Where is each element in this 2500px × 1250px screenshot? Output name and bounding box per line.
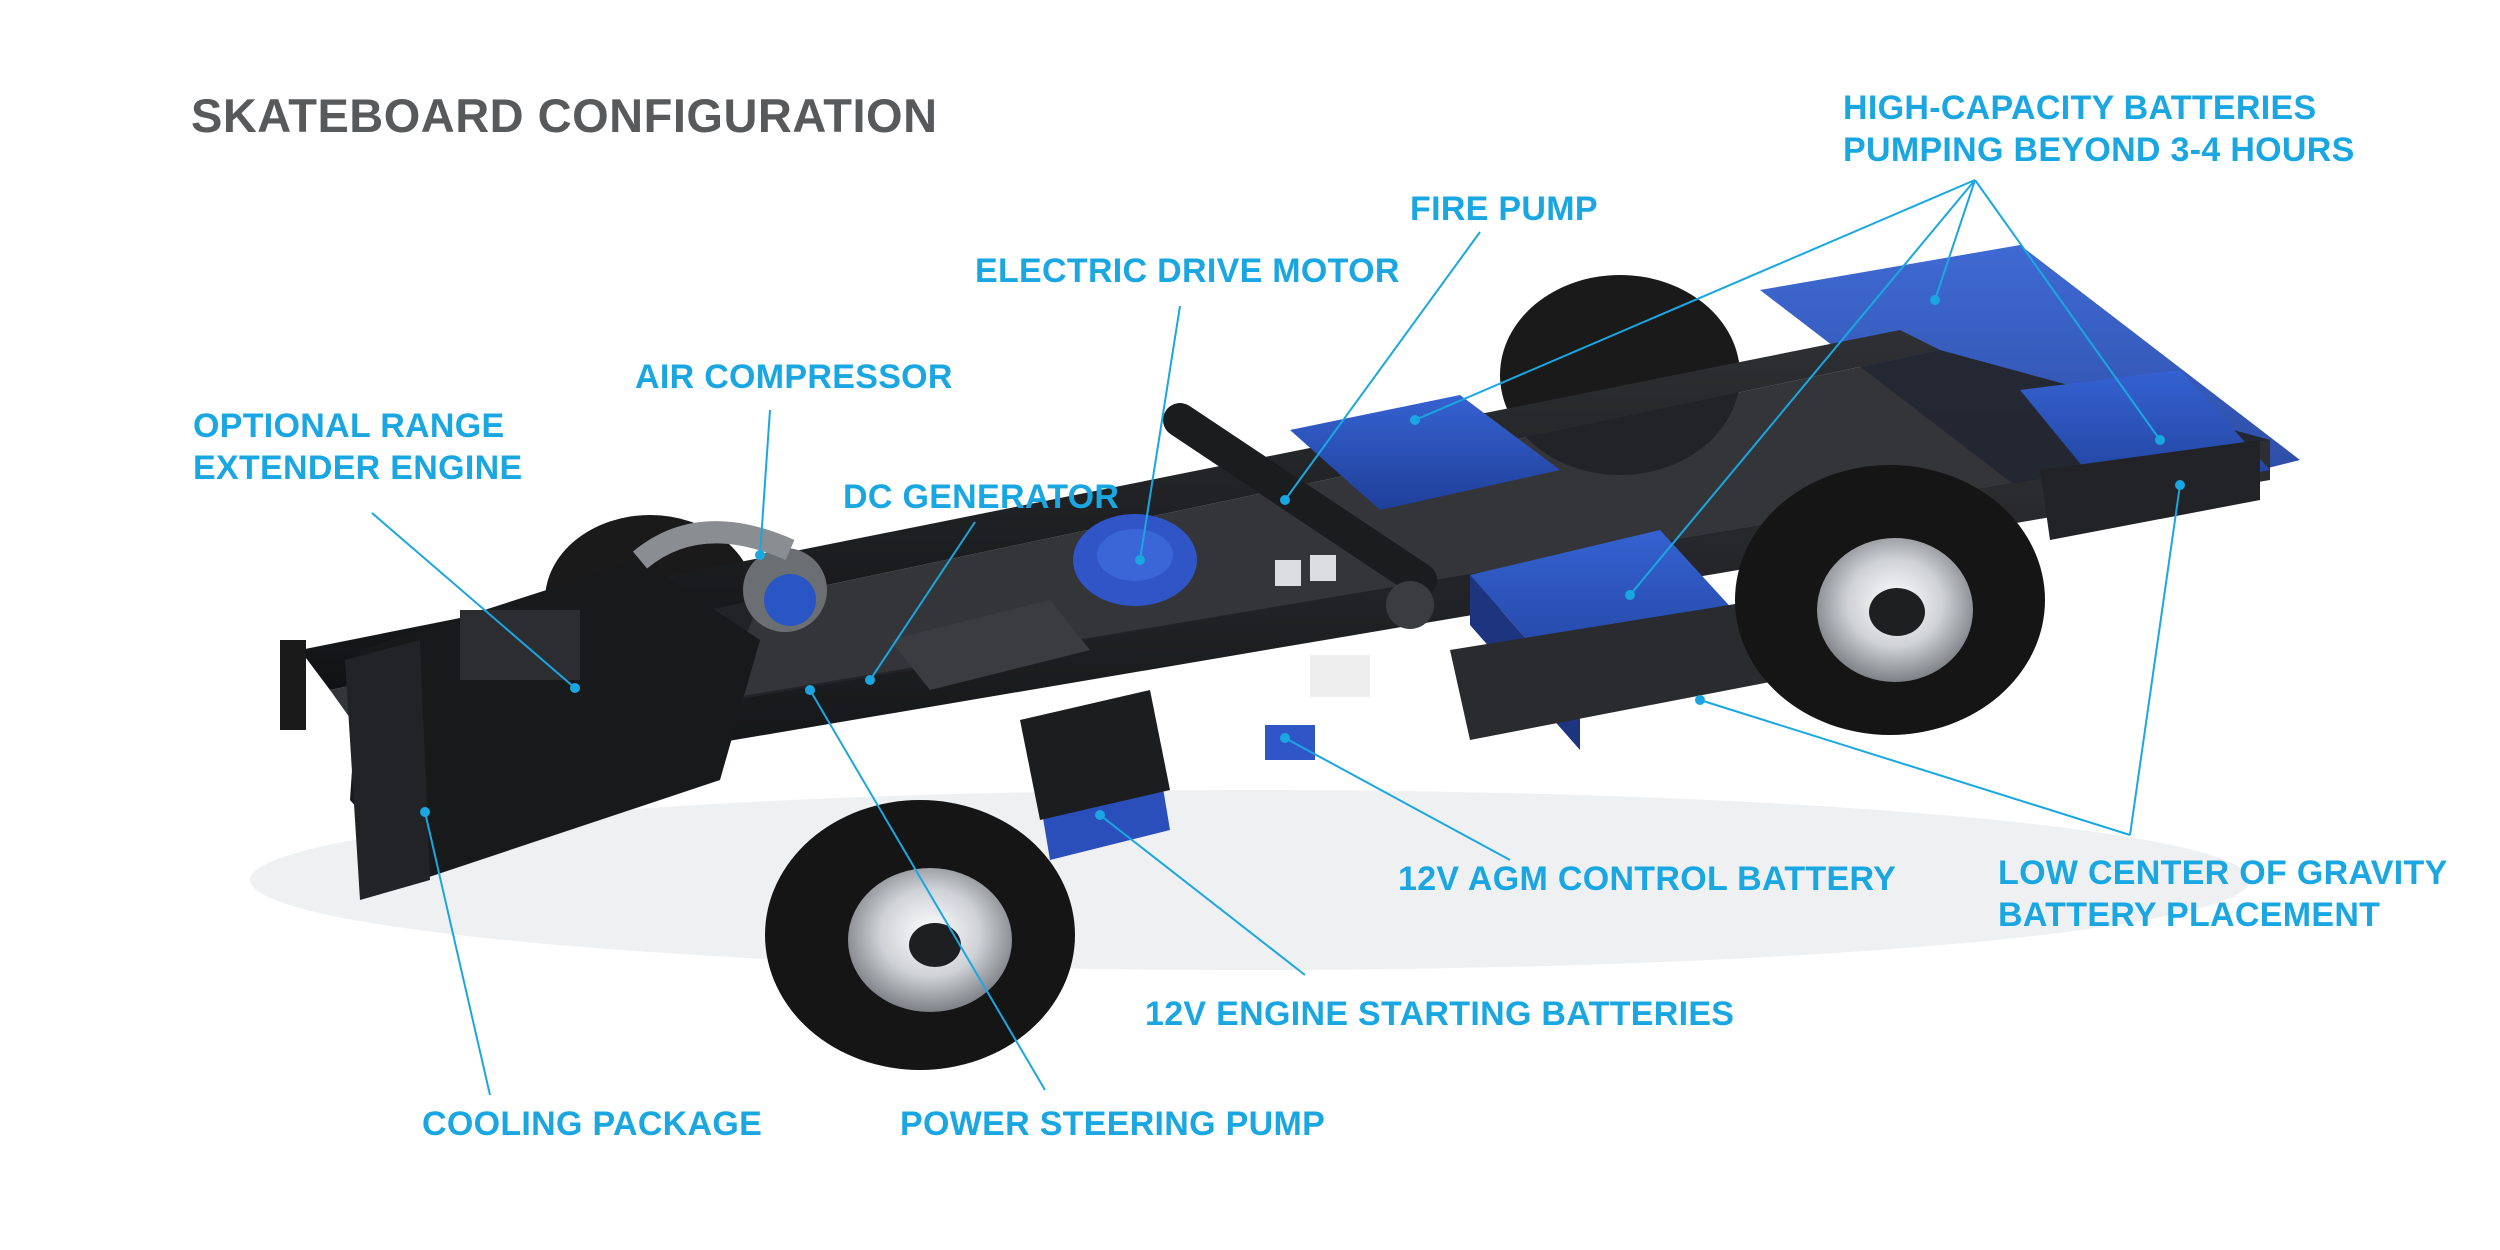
label-line: OPTIONAL RANGE [193, 407, 505, 445]
label-power-steering-pump: POWER STEERING PUMP [900, 1105, 1326, 1143]
label-engine-starting-batteries: 12V ENGINE STARTING BATTERIES [1145, 995, 1735, 1033]
frame-rail-left [300, 330, 1940, 690]
label-line: EXTENDER ENGINE [193, 449, 523, 487]
mid-battery-rear [1290, 395, 1560, 510]
label-cooling-package: COOLING PACKAGE [422, 1105, 763, 1143]
starting-batteries-box [1020, 690, 1170, 820]
fire-pump-port-b [1310, 555, 1336, 581]
dc-generator-plate [890, 600, 1090, 690]
ground-shadow [250, 790, 2250, 970]
air-compressor-hub [764, 574, 816, 626]
intake-pipe [632, 521, 795, 569]
rear-battery-tray [2040, 440, 2260, 540]
engine-block [350, 560, 760, 880]
leader-dots [420, 295, 2185, 820]
label-line: HIGH-CAPACITY BATTERIES [1843, 89, 2317, 127]
label-agm-control-battery: 12V AGM CONTROL BATTERY [1398, 860, 1897, 898]
cooling-package-block [345, 640, 430, 900]
front-right-wheel [765, 800, 1075, 1070]
label-fire-pump: FIRE PUMP [1410, 190, 1598, 228]
label-dc-generator: DC GENERATOR [843, 478, 1120, 516]
electric-drive-motor-top [1097, 529, 1173, 581]
agm-battery-unit [1310, 655, 1370, 697]
battery-tray [1450, 600, 1780, 740]
page-title: SKATEBOARD CONFIGURATION [191, 89, 938, 142]
label-line: LOW CENTER OF GRAVITY [1998, 854, 2448, 892]
label-line: PUMPING BEYOND 3-4 HOURS [1843, 131, 2355, 169]
agm-battery-blue [1265, 725, 1315, 760]
fire-pump-outlet [1386, 581, 1434, 629]
label-low-center-of-gravity: LOW CENTER OF GRAVITY BATTERY PLACEMENT [1998, 852, 2448, 936]
label-electric-drive-motor: ELECTRIC DRIVE MOTOR [975, 252, 1400, 290]
rear-right-wheel [1735, 465, 2045, 735]
label-air-compressor: AIR COMPRESSOR [635, 358, 953, 396]
fire-pump-port-a [1275, 560, 1301, 586]
fire-pump-body [1163, 403, 1437, 597]
exhaust-stack [280, 640, 306, 730]
engine-detail [460, 610, 580, 680]
label-high-capacity-batteries: HIGH-CAPACITY BATTERIES PUMPING BEYOND 3… [1843, 87, 2355, 171]
label-line: BATTERY PLACEMENT [1998, 896, 2381, 934]
frame-deck [330, 350, 2270, 760]
leader-lines [371, 179, 2181, 1096]
label-range-extender-engine: OPTIONAL RANGE EXTENDER ENGINE [193, 405, 522, 489]
